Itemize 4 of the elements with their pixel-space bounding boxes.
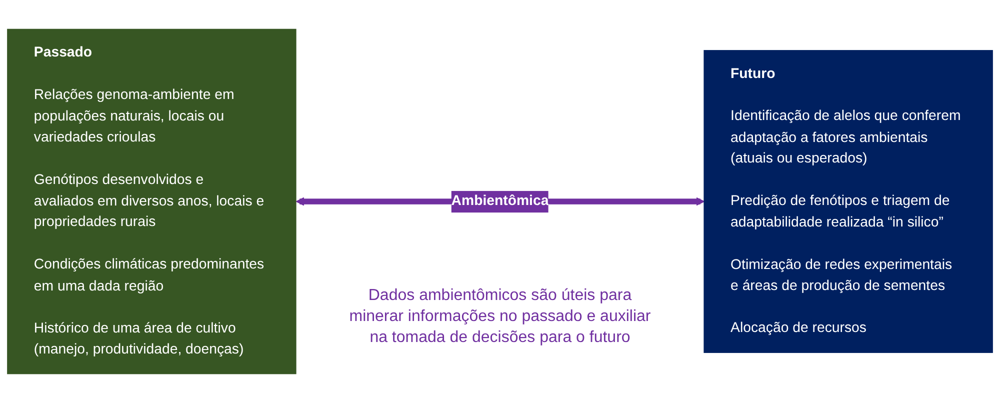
edge-label: Ambientômica	[451, 192, 549, 209]
node-box: Passado Relações genoma-ambiente em populações naturais, locais ou variedades crioulas Genótipos desenvolvidos e avaliados em diversos anos, locais e propriedades rurais Condições climáticas predominantes em uma dada região Histórico de uma área de cultivo (manejo, produtividade, doenças)	[7, 28, 296, 374]
node-box: Futuro Identificação de alelos que conferem adaptação a fatores ambientais (atuais ou esperados) Predição de fenótipos e triagem de adaptabilidade realizada “in silico” Otimização de redes experimentais e áreas de produção de sementes Alocação de recursos	[704, 50, 993, 353]
note-text: Dados ambientômicos são úteis para minerar informações no passado e auxiliar na tomada de decisões para o futuro	[348, 286, 652, 348]
